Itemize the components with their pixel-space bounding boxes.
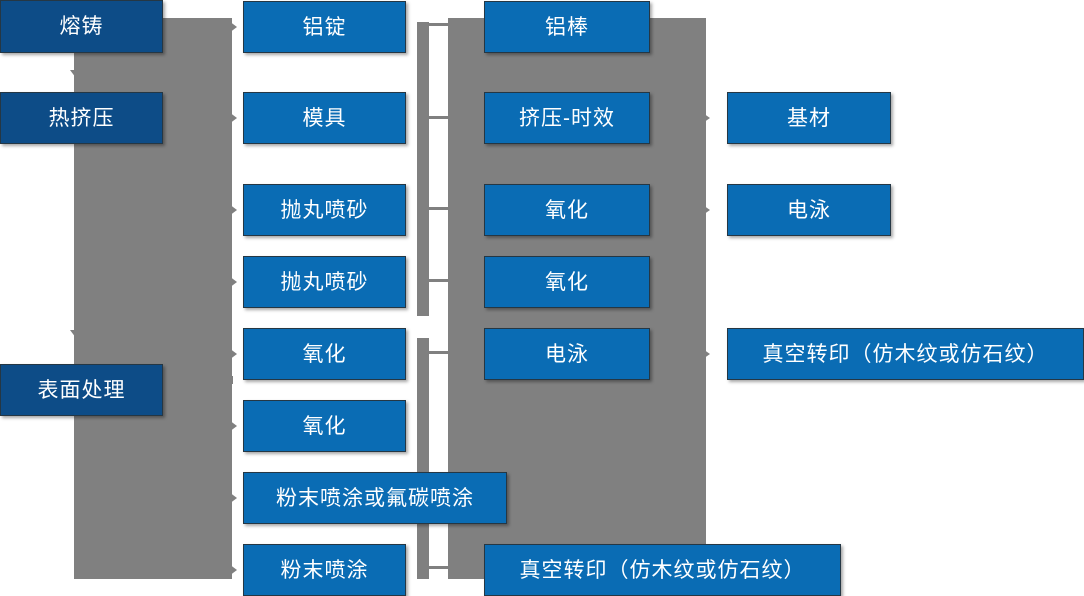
- flow-spine-middle: [417, 22, 429, 316]
- arrow-to-electrophoresis-2: [700, 203, 710, 217]
- stage-box-hot-extrusion[interactable]: 热挤压: [0, 92, 163, 144]
- stage-box-surface-treatment[interactable]: 表面处理: [0, 364, 163, 416]
- connector-row-2: [429, 116, 451, 119]
- arrow-to-base-material: [700, 111, 710, 125]
- process-box-electrophoresis-1[interactable]: 电泳: [484, 328, 650, 380]
- connector-row-4: [429, 279, 451, 282]
- arrow-down-melting-to-extrusion: [70, 70, 88, 82]
- process-box-oxidation-4[interactable]: 氧化: [484, 256, 650, 308]
- output-box-vacuum-transfer-print-right[interactable]: 真空转印（仿木纹或仿石纹）: [727, 328, 1084, 380]
- flow-backdrop-left-stub: [163, 376, 233, 384]
- process-box-extrusion-aging[interactable]: 挤压-时效: [484, 92, 650, 144]
- process-box-mold[interactable]: 模具: [243, 92, 406, 144]
- process-box-shot-blasting-1[interactable]: 抛丸喷砂: [243, 184, 406, 236]
- process-box-aluminum-bar[interactable]: 铝棒: [484, 1, 650, 53]
- connector-row-6: [429, 566, 451, 569]
- process-box-oxidation-1[interactable]: 氧化: [243, 328, 406, 380]
- process-box-oxidation-2[interactable]: 氧化: [243, 400, 406, 452]
- arrow-to-aluminum-ingot: [225, 18, 237, 36]
- arrow-to-powder-or-fluorocarbon-coating: [225, 489, 237, 507]
- connector-row-5: [429, 351, 451, 354]
- process-box-aluminum-ingot[interactable]: 铝锭: [243, 1, 406, 53]
- arrow-to-vacuum-transfer-print-right: [700, 347, 710, 361]
- process-box-vacuum-transfer-print-bottom[interactable]: 真空转印（仿木纹或仿石纹）: [484, 544, 841, 596]
- output-box-electrophoresis-2[interactable]: 电泳: [727, 184, 891, 236]
- connector-row-3: [429, 207, 451, 210]
- arrow-to-shot-blasting-1: [225, 201, 237, 219]
- arrow-to-oxidation-1: [225, 345, 237, 363]
- stage-box-melting-casting[interactable]: 熔铸: [0, 0, 163, 53]
- arrow-to-oxidation-2: [225, 417, 237, 435]
- connector-row-1: [429, 23, 451, 26]
- arrow-to-mold: [225, 109, 237, 127]
- arrow-to-powder-coating: [225, 561, 237, 579]
- process-box-shot-blasting-2[interactable]: 抛丸喷砂: [243, 256, 406, 308]
- arrow-to-shot-blasting-2: [225, 273, 237, 291]
- arrow-down-to-surface-treatment: [70, 330, 88, 342]
- output-box-base-material[interactable]: 基材: [727, 92, 891, 144]
- process-box-oxidation-3[interactable]: 氧化: [484, 184, 650, 236]
- flow-spine-middle-lower: [417, 338, 429, 579]
- process-box-powder-coating[interactable]: 粉末喷涂: [243, 544, 406, 596]
- process-box-powder-or-fluorocarbon-coating[interactable]: 粉末喷涂或氟碳喷涂: [243, 472, 507, 524]
